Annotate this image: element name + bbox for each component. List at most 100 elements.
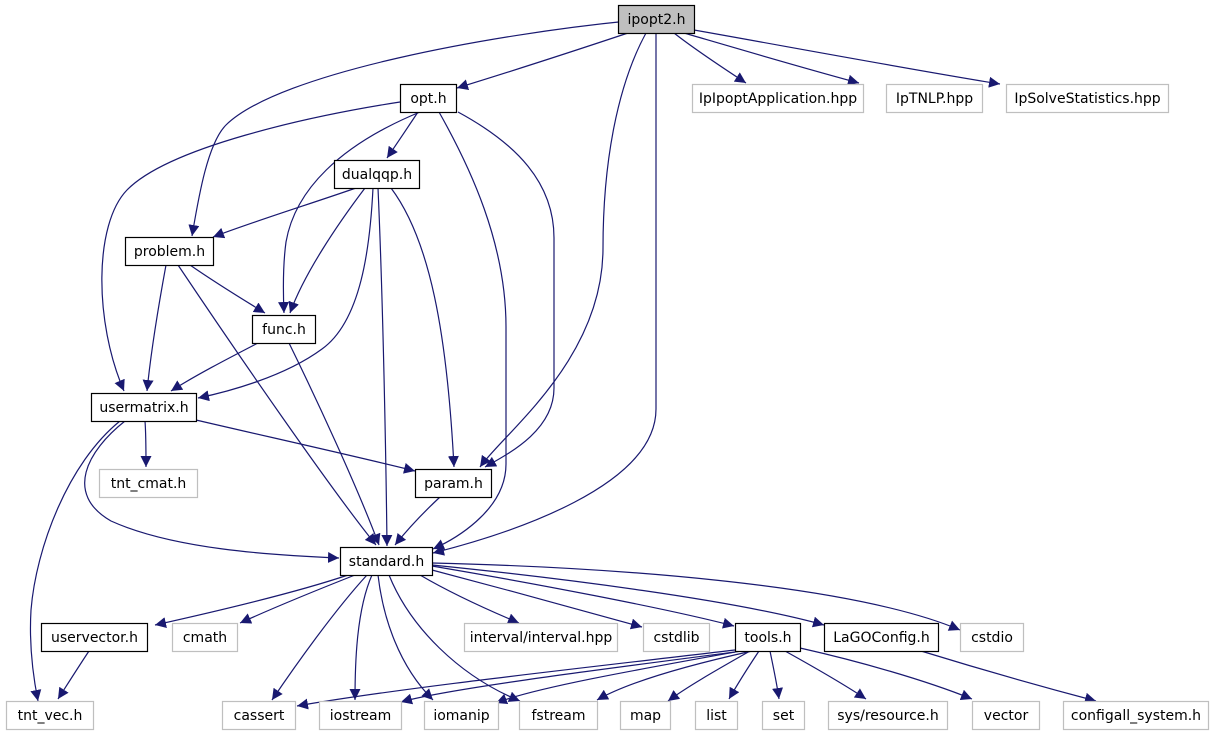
edge-usermatrix-to-param xyxy=(195,419,416,474)
edge-ipopt2-to-iptnlp xyxy=(683,32,860,86)
node-box xyxy=(823,622,940,653)
node-box xyxy=(98,468,199,499)
edge-problem-to-func xyxy=(189,264,266,314)
edge-tools-to-sysresource xyxy=(784,650,867,700)
edge-ipopt2-to-ipsolvestat xyxy=(693,29,1001,88)
edges-layer xyxy=(29,20,1097,710)
edge-usermatrix-to-tnt_vec xyxy=(29,420,121,702)
node-box xyxy=(333,159,421,190)
node-list: list xyxy=(694,700,739,731)
node-label: IpIpoptApplication.hpp xyxy=(699,91,857,107)
edge-dualqqp-to-func xyxy=(288,187,366,314)
node-label: tools.h xyxy=(744,630,791,646)
edge-opt-to-param xyxy=(457,111,555,468)
node-box xyxy=(691,83,865,114)
node-box xyxy=(339,546,434,577)
node-label: list xyxy=(706,708,727,724)
edge-opt-to-standard xyxy=(432,111,507,550)
node-box xyxy=(221,700,297,731)
node-label: ipopt2.h xyxy=(628,12,686,28)
node-dualqqp[interactable]: dualqqp.h xyxy=(333,159,421,190)
node-iostream: iostream xyxy=(318,700,403,731)
edge-ipopt2-to-ipipoptapp xyxy=(673,32,747,84)
node-box xyxy=(318,700,403,731)
node-box xyxy=(885,83,984,114)
node-label: IpTNLP.hpp xyxy=(896,91,973,107)
node-opt[interactable]: opt.h xyxy=(399,83,458,114)
edge-standard-to-iomanip xyxy=(377,574,434,701)
node-cstdio: cstdio xyxy=(959,622,1025,653)
node-vector: vector xyxy=(971,700,1041,731)
node-ipopt2[interactable]: ipopt2.h xyxy=(617,4,696,35)
node-label: interval/interval.hpp xyxy=(470,630,613,646)
node-uservector[interactable]: uservector.h xyxy=(40,622,149,653)
edge-dualqqp-to-usermatrix xyxy=(197,187,374,402)
edge-standard-to-interval xyxy=(419,574,520,624)
node-label: param.h xyxy=(424,476,483,492)
edge-tools-to-list xyxy=(728,650,760,700)
node-param[interactable]: param.h xyxy=(414,468,493,499)
node-label: opt.h xyxy=(410,91,446,107)
edge-tools-to-fstream xyxy=(596,650,753,701)
node-tools[interactable]: tools.h xyxy=(734,622,802,653)
node-box xyxy=(761,700,806,731)
node-box xyxy=(251,314,317,345)
node-box xyxy=(90,392,198,423)
node-box xyxy=(399,83,458,114)
edge-usermatrix-to-tnt_cmat xyxy=(140,420,152,468)
node-label: sys/resource.h xyxy=(837,708,938,724)
nodes-layer: ipopt2.h opt.h IpIpoptApplication.hpp IpTNL… xyxy=(5,4,1210,731)
node-usermatrix[interactable]: usermatrix.h xyxy=(90,392,198,423)
node-label: fstream xyxy=(532,708,586,724)
node-label: cstdlib xyxy=(653,630,699,646)
edge-uservector-to-tnt_vec xyxy=(57,650,90,700)
node-problem[interactable]: problem.h xyxy=(124,236,215,267)
node-fstream: fstream xyxy=(518,700,599,731)
node-label: func.h xyxy=(262,322,306,338)
node-label: problem.h xyxy=(134,244,205,260)
edge-dualqqp-to-standard xyxy=(377,187,393,547)
edge-tools-to-iostream xyxy=(400,651,736,705)
edge-standard-to-fstream xyxy=(388,574,521,702)
edge-usermatrix-to-standard xyxy=(84,420,340,564)
node-box xyxy=(423,700,500,731)
node-label: cassert xyxy=(234,708,285,724)
edge-ipopt2-to-problem xyxy=(188,20,629,237)
node-box xyxy=(971,700,1041,731)
node-box xyxy=(171,622,239,653)
node-box xyxy=(463,622,619,653)
edge-ipopt2-to-param xyxy=(479,32,647,468)
node-box xyxy=(642,622,711,653)
edge-tools-to-cassert xyxy=(296,649,736,710)
node-box xyxy=(694,700,739,731)
edge-lagoconfig-to-configall xyxy=(920,650,1097,704)
node-tnt_cmat: tnt_cmat.h xyxy=(98,468,199,499)
node-lagoconfig[interactable]: LaGOConfig.h xyxy=(823,622,940,653)
node-box xyxy=(1062,700,1210,731)
node-label: uservector.h xyxy=(51,630,138,646)
node-cmath: cmath xyxy=(171,622,239,653)
edge-opt-to-usermatrix xyxy=(101,101,401,392)
edge-standard-to-lagoconfig xyxy=(431,564,825,628)
node-iomanip: iomanip xyxy=(423,700,500,731)
edge-func-to-usermatrix xyxy=(170,342,259,392)
edge-tools-to-vector xyxy=(799,647,973,700)
node-label: cstdio xyxy=(971,630,1013,646)
edge-opt-to-func xyxy=(278,111,421,314)
node-label: standard.h xyxy=(349,554,424,570)
node-interval: interval/interval.hpp xyxy=(463,622,619,653)
node-cassert: cassert xyxy=(221,700,297,731)
node-label: LaGOConfig.h xyxy=(833,630,930,646)
node-label: tnt_cmat.h xyxy=(111,476,187,492)
node-sysresource: sys/resource.h xyxy=(827,700,949,731)
node-box xyxy=(40,622,149,653)
node-box xyxy=(1005,83,1170,114)
node-func[interactable]: func.h xyxy=(251,314,317,345)
node-label: configall_system.h xyxy=(1071,708,1201,724)
edge-ipopt2-to-opt xyxy=(456,32,629,91)
node-ipsolvestat: IpSolveStatistics.hpp xyxy=(1005,83,1170,114)
node-standard[interactable]: standard.h xyxy=(339,546,434,577)
node-label: cmath xyxy=(183,630,227,646)
edge-standard-to-iostream xyxy=(349,574,373,701)
edge-opt-to-dualqqp xyxy=(386,111,419,159)
